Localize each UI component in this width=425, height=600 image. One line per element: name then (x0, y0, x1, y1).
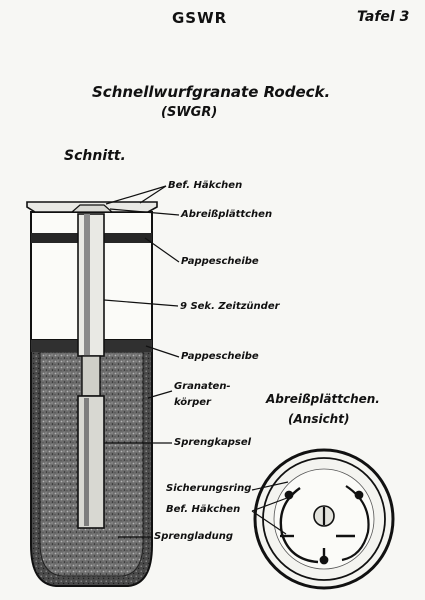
header-right: Tafel 3 (357, 9, 410, 25)
tear-off-plate-detail (253, 448, 395, 590)
label-sicherungsring: Sicherungsring (166, 483, 252, 494)
leader-granatenkoerper (147, 390, 173, 399)
section-label: Schnitt. (64, 148, 126, 164)
header-left: GSWR (172, 9, 228, 27)
detail-subtitle: (Ansicht) (288, 412, 350, 426)
label-pappescheibe-bottom: Pappescheibe (181, 351, 259, 362)
hook-top-left (284, 490, 294, 500)
label-zeitzuender: 9 Sek. Zeitzünder (180, 301, 280, 312)
fuze-shading (84, 214, 90, 356)
leader-sicherungsring (251, 481, 289, 491)
leader-zeitzuender (103, 299, 179, 307)
label-sprengkapsel: Sprengkapsel (174, 437, 252, 448)
capsule-shading (84, 398, 89, 526)
leader-abreissplaettchen (109, 208, 180, 216)
hook-top-right (354, 490, 364, 500)
tear-off-plate (70, 204, 114, 213)
grenade-cross-section (26, 201, 158, 587)
hooks (280, 490, 364, 565)
label-abreissplaettchen: Abreißplättchen (181, 209, 273, 220)
label-granatenkoerper-line1: Granaten- (174, 381, 231, 392)
label-granatenkoerper-line2: körper (174, 397, 211, 408)
leader-pappescheibe-top (144, 237, 180, 263)
page-title: Schnellwurfgranate Rodeck. (92, 83, 331, 101)
fuze-neck (81, 355, 101, 397)
leader-pappescheibe-bottom (145, 345, 180, 358)
leader-bef-haekchen-b (139, 185, 167, 204)
detonator-capsule (77, 395, 105, 529)
leader-bef-haekchen-detail-b (251, 510, 287, 535)
label-sprengladung: Sprengladung (154, 531, 234, 542)
leader-lines (103, 185, 180, 538)
label-pappescheibe-top: Pappescheibe (181, 256, 259, 267)
leader-bef-haekchen-detail-a (251, 497, 288, 512)
detail-leader-lines (251, 481, 289, 535)
label-bef-haekchen: Bef. Häkchen (168, 180, 243, 191)
time-fuze-tube (77, 213, 105, 357)
detail-title: Abreißplättchen. (266, 392, 380, 406)
label-bef-haekchen-detail: Bef. Häkchen (166, 504, 241, 515)
page-subtitle: (SWGR) (161, 105, 218, 120)
leader-bef-haekchen-a (105, 185, 167, 205)
